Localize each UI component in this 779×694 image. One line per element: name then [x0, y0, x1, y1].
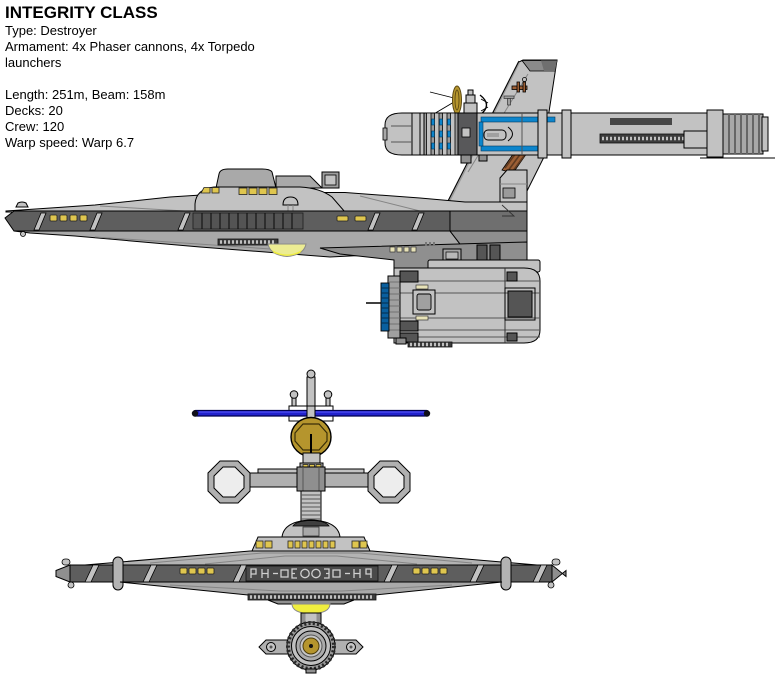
pod-winglet-left — [258, 639, 289, 655]
fin-t-marking — [503, 95, 515, 106]
front-view-ship — [55, 369, 567, 674]
deck-hatch — [321, 171, 340, 189]
rim-window-cluster — [245, 565, 379, 582]
nacelle-intake — [423, 112, 459, 156]
saucer-underside — [119, 581, 503, 596]
secondary-hull — [366, 259, 541, 348]
upper-neck-column — [300, 490, 322, 523]
fin-insignia — [511, 77, 528, 93]
hull-rim-band — [4, 210, 528, 232]
nacelle-cross-arms — [246, 466, 376, 492]
spec-crew: Crew: 120 — [5, 119, 65, 134]
nacelle-end-cap — [700, 113, 775, 159]
side-view-ship — [4, 59, 775, 348]
ventral-pod — [258, 612, 364, 674]
nacelle-nose — [384, 112, 421, 156]
spec-decks: Decks: 20 — [5, 103, 63, 118]
dorsal-mast — [289, 369, 333, 408]
stern-superstructure — [499, 169, 528, 217]
bridge-tier — [251, 536, 371, 552]
superstructure-tier1 — [194, 186, 347, 213]
type-line: Type: Destroyer — [5, 23, 97, 38]
nacelle-aft-body — [599, 109, 724, 158]
dish-bracket — [479, 94, 488, 116]
superstructure-tier2 — [215, 168, 277, 189]
nacelle-ring-right — [367, 460, 411, 504]
rim-pod-left — [112, 556, 124, 591]
nacelle-midbody — [478, 113, 556, 155]
hull-underside — [13, 230, 528, 271]
saucer-section — [55, 519, 567, 615]
deck-dome — [282, 196, 299, 211]
navigational-deflector — [366, 275, 401, 339]
nacelle-clamp — [561, 109, 572, 159]
armament-line: Armament: 4x Phaser cannons, 4x Torpedo … — [5, 39, 255, 70]
superstructure-aft-step — [275, 175, 324, 189]
spec-dimensions: Length: 251m, Beam: 158m — [5, 87, 166, 102]
title-block: INTEGRITY CLASS Type: Destroyer Armament… — [5, 3, 305, 151]
pod-winglet-right — [333, 639, 364, 655]
page-title: INTEGRITY CLASS — [5, 3, 158, 22]
warp-nacelle — [382, 109, 775, 164]
front-sensor-dish — [290, 416, 332, 458]
main-hull — [4, 168, 528, 271]
spec-warp-speed: Warp speed: Warp 6.7 — [5, 135, 135, 150]
nacelle-ring-left — [207, 460, 251, 504]
pod-deflector — [286, 621, 336, 674]
saucer-rim-band — [55, 563, 567, 584]
belly-sensor-dome — [267, 243, 307, 258]
bow-nub — [15, 201, 29, 208]
rim-pod-right — [500, 556, 512, 591]
nacelle-clamp — [537, 109, 548, 159]
nacelle-collar — [457, 112, 488, 164]
